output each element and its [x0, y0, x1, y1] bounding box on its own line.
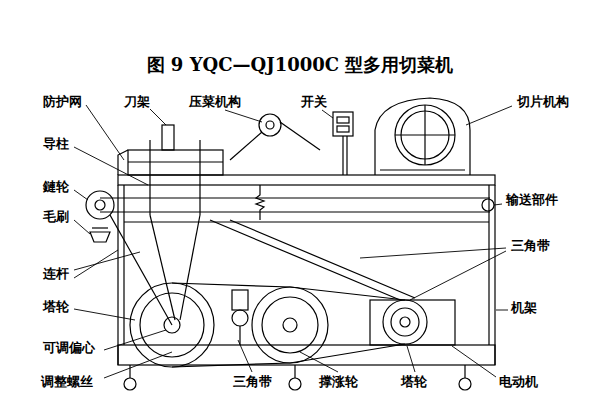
- part-label: 调整螺丝: [40, 374, 94, 389]
- figure-title: 图 9 YQC—QJ1000C 型多用切菜机: [147, 54, 454, 76]
- part-label: 机架: [510, 300, 538, 315]
- part-label: 压菜机构: [188, 94, 242, 109]
- part-label: 撑涨轮: [318, 374, 359, 389]
- part-label: 三角带: [232, 374, 273, 389]
- part-label: 塔轮: [42, 299, 70, 314]
- part-label: 三角带: [510, 238, 551, 253]
- part-label: 毛刷: [42, 209, 70, 224]
- part-label: 塔轮: [400, 374, 428, 389]
- part-label: 导柱: [42, 136, 70, 151]
- part-label: 输送部件: [505, 192, 559, 207]
- part-label: 可调偏心: [42, 340, 96, 355]
- part-label: 开关: [300, 94, 328, 109]
- part-label: 鏈轮: [42, 179, 70, 194]
- part-label: 电动机: [498, 374, 539, 389]
- part-label: 连杆: [42, 266, 70, 281]
- part-label: 切片机构: [516, 94, 570, 109]
- part-label: 防护网: [42, 94, 83, 109]
- part-label: 刀架: [123, 94, 151, 109]
